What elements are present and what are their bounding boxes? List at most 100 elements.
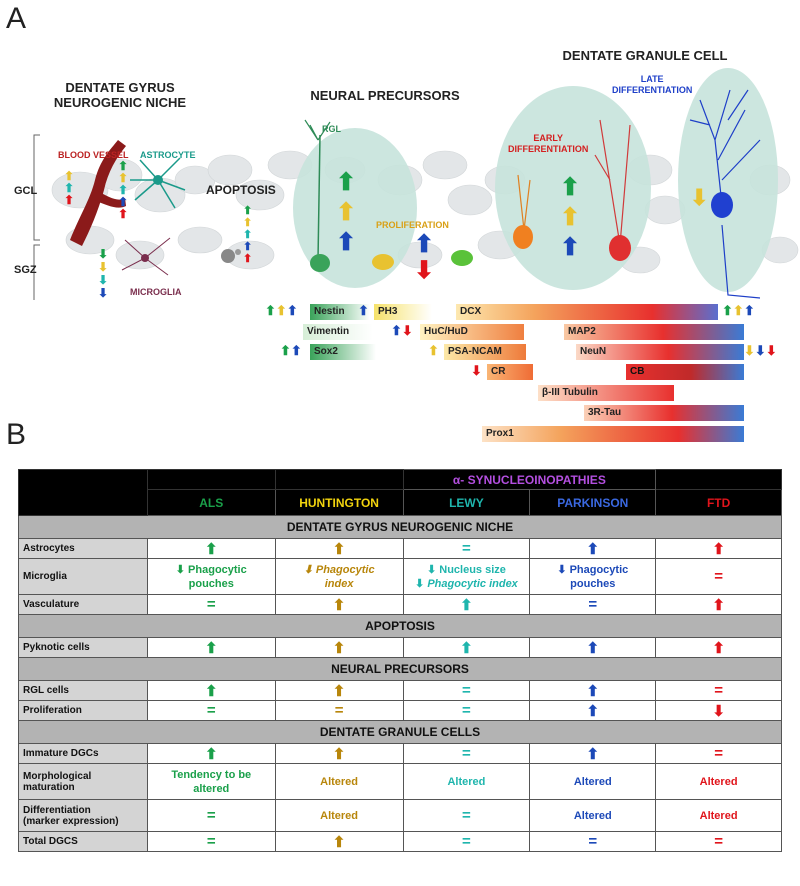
row-pyknotic: Pyknotic cells ⬆ ⬆ ⬆ ⬆ ⬆ [18, 637, 782, 658]
up-arrow-icon: ⬆ [655, 594, 782, 615]
equal-sign: = [146, 700, 276, 721]
row-label: Vasculature [18, 594, 148, 615]
dgc-title: DENTATE GRANULE CELL [562, 48, 728, 63]
up-arrow-icon: ⬆ [402, 637, 531, 658]
equal-sign: = [529, 594, 657, 615]
equal-sign: = [655, 680, 782, 701]
equal-sign: = [274, 700, 404, 721]
row-label: RGL cells [18, 680, 148, 701]
up-arrow-icon: ⬆ [402, 594, 531, 615]
up-arrow-icon: ⬆ [655, 637, 782, 658]
equal-sign: = [655, 831, 782, 852]
diff-huntington: Altered [274, 799, 404, 832]
row-total: Total DGCS = ⬆ = = = [18, 831, 782, 852]
up-arrow-icon: ⬆ [274, 680, 404, 701]
equal-sign: = [402, 799, 531, 832]
up-arrow-icon: ⬆ [146, 538, 276, 559]
comparison-table: α- SYNUCLEOINOPATHIES ALS HUNTINGTON LEW… [18, 469, 782, 852]
huc-arrows: ⬆⬇ [391, 323, 413, 338]
ph3-arrow: ⬆ [358, 303, 369, 318]
microglia-label: MICROGLIA [130, 287, 182, 297]
morph-huntington: Altered [274, 763, 404, 800]
up-arrow-icon: ⬆ [146, 743, 276, 764]
row-rgl: RGL cells ⬆ ⬆ = ⬆ = [18, 680, 782, 701]
nestin-arrows: ⬆⬆⬆ [265, 303, 298, 318]
astrocyte-arrows: ⬆⬆⬆⬆⬆ [118, 159, 129, 221]
down-arrow-icon: ⬇ [655, 700, 782, 721]
gcl-label: GCL [14, 185, 38, 197]
row-vasculature: Vasculature = ⬆ ⬆ = ⬆ [18, 594, 782, 615]
marker-prox1: Prox1 [482, 426, 744, 442]
marker-sox2: Sox2 [310, 344, 376, 360]
rgl-arrows: ⬆⬆⬆ [336, 169, 357, 256]
apoptosis-arrows: ⬆⬆⬆⬆⬆ [243, 205, 253, 265]
psa-arrow: ⬆ [428, 343, 439, 358]
equal-sign: = [146, 594, 276, 615]
col-als: ALS [146, 489, 276, 516]
col-huntington: HUNTINGTON [274, 489, 404, 516]
blood-vessel-label: BLOOD VESSEL [58, 150, 129, 160]
up-arrow-icon: ⬆ [274, 743, 404, 764]
row-label: Total DGCS [18, 831, 148, 852]
sox2-arrows: ⬆⬆ [280, 343, 302, 358]
down-arrow-icon: ⬇ [175, 563, 185, 576]
row-immature: Immature DGCs ⬆ ⬆ = ⬆ = [18, 743, 782, 764]
synucleinopathies-header: α- SYNUCLEOINOPATHIES [402, 469, 657, 490]
header-corner [18, 469, 148, 516]
row-diff: Differentiation(marker expression) = Alt… [18, 799, 782, 832]
down-arrow-icon: ⬇ [557, 563, 567, 576]
morph-ftd: Altered [655, 763, 782, 800]
equal-sign: = [402, 538, 531, 559]
equal-sign: = [655, 743, 782, 764]
row-label: Pyknotic cells [18, 637, 148, 658]
neun-arrows: ⬇⬇⬇ [744, 343, 777, 358]
equal-sign: = [402, 743, 531, 764]
microglia-arrows: ⬇⬇⬇⬇ [98, 247, 109, 300]
equal-sign: = [402, 831, 531, 852]
early-diff-arrows: ⬆⬆⬆ [560, 174, 581, 261]
up-arrow-icon: ⬆ [529, 680, 657, 701]
apoptosis-label: APOPTOSIS [206, 183, 276, 197]
morph-parkinson: Altered [529, 763, 657, 800]
morph-lewy: Altered [402, 763, 531, 800]
up-arrow-icon: ⬆ [529, 743, 657, 764]
marker-dcx: DCX [456, 304, 718, 320]
marker-tau: 3R-Tau [584, 405, 744, 421]
panel-a-illustration [33, 68, 799, 300]
up-arrow-icon: ⬆ [529, 538, 657, 559]
up-arrow-icon: ⬆ [274, 594, 404, 615]
cr-arrow: ⬇ [471, 363, 482, 378]
dcx-arrows: ⬆⬆⬆ [722, 303, 755, 318]
up-arrow-icon: ⬆ [274, 637, 404, 658]
equal-sign: = [402, 680, 531, 701]
section-niche: DENTATE GYRUS NEUROGENIC NICHE [18, 515, 782, 539]
row-label: Differentiation(marker expression) [18, 799, 148, 832]
section-precursors: NEURAL PRECURSORS [18, 657, 782, 681]
section-dgc: DENTATE GRANULE CELLS [18, 720, 782, 744]
row-label: Immature DGCs [18, 743, 148, 764]
row-label: Microglia [18, 558, 148, 595]
up-arrow-icon: ⬆ [655, 538, 782, 559]
marker-psa: PSA-NCAM [444, 344, 526, 360]
marker-nestin: Nestin [310, 304, 370, 320]
panel-b-letter: B [6, 418, 27, 451]
down-arrow-icon: ⬇ [415, 577, 425, 590]
equal-sign: = [529, 831, 657, 852]
precursors-title: NEURAL PRECURSORS [310, 88, 460, 103]
vessel-arrows: ⬆⬆⬆ [64, 169, 75, 207]
marker-btub: β-III Tubulin [538, 385, 674, 401]
equal-sign: = [402, 700, 531, 721]
astrocyte-label: ASTROCYTE [140, 150, 196, 160]
marker-vimentin: Vimentin [303, 324, 373, 340]
marker-cb: CB [626, 364, 744, 380]
marker-huc: HuC/HuD [420, 324, 524, 340]
panel-a-letter: A [6, 2, 27, 35]
